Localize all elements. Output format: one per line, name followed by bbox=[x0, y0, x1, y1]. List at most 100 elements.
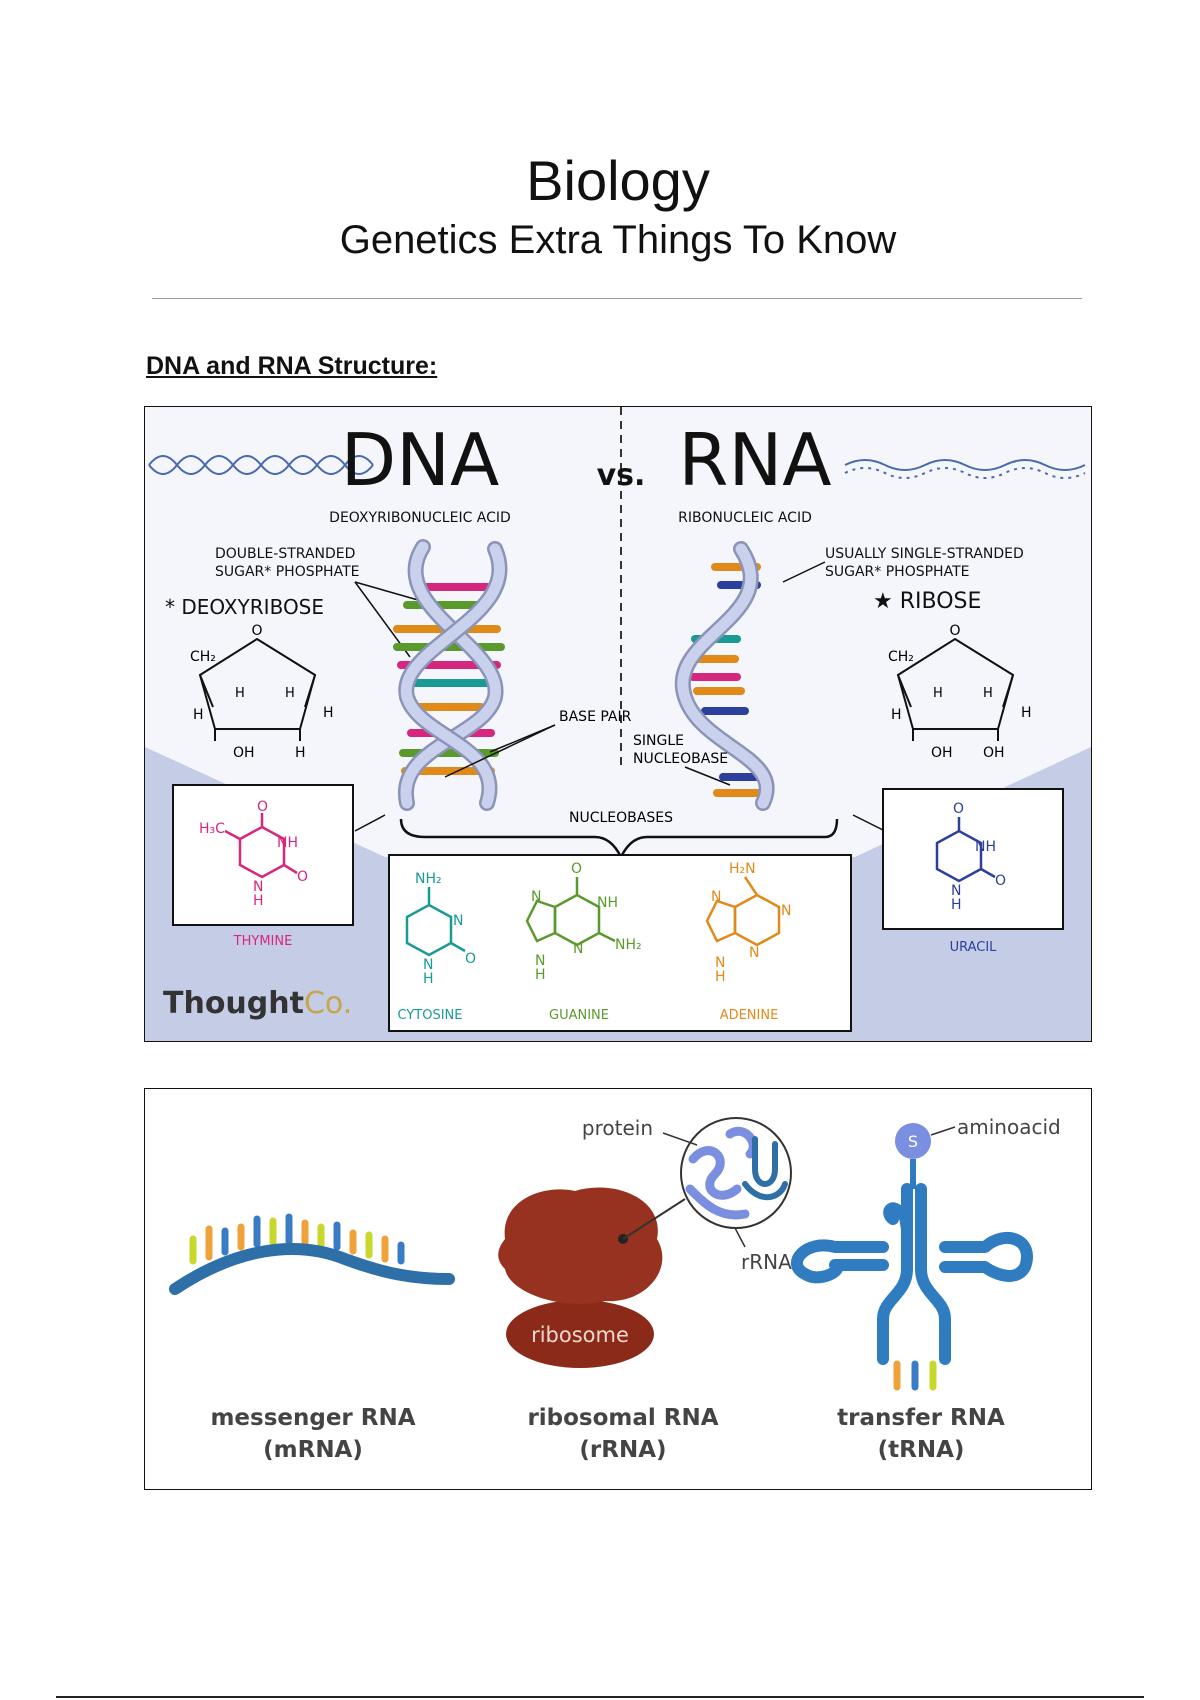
sugar-h-label: H bbox=[193, 707, 204, 723]
svg-text:NH: NH bbox=[277, 835, 298, 851]
sugar-h-label: H bbox=[983, 686, 993, 701]
svg-text:H₂N: H₂N bbox=[729, 861, 756, 877]
rrna-caption-2: (rRNA) bbox=[579, 1437, 666, 1463]
sugar-h-label: H bbox=[235, 686, 245, 701]
uracil-box bbox=[882, 788, 1064, 930]
sugar-o-label: O bbox=[251, 623, 262, 639]
s-label: S bbox=[908, 1132, 918, 1151]
thymine-box bbox=[172, 784, 354, 926]
nucleobases-label: NUCLEOBASES bbox=[569, 810, 673, 826]
sugar-h-label: H bbox=[295, 745, 306, 761]
svg-text:N: N bbox=[781, 903, 791, 919]
mrna-caption-2: (mRNA) bbox=[263, 1437, 363, 1463]
svg-text:N: N bbox=[253, 879, 263, 895]
sugar-h-label: H bbox=[1021, 705, 1032, 721]
svg-text:N: N bbox=[531, 889, 541, 905]
sugar-oh-label: OH bbox=[931, 745, 953, 761]
adenine-label: ADENINE bbox=[720, 1008, 779, 1023]
base-pair-label: BASE PAIR bbox=[559, 709, 632, 725]
rrna-callout-label: rRNA bbox=[741, 1250, 792, 1274]
ribose-structure bbox=[896, 637, 1015, 741]
svg-text:O: O bbox=[465, 951, 476, 967]
trna-caption-2: (tRNA) bbox=[878, 1437, 965, 1463]
single-nucleobase-label-2: NUCLEOBASE bbox=[633, 751, 728, 767]
sugar-ch2-label: CH₂ bbox=[888, 649, 914, 665]
svg-text:N: N bbox=[715, 955, 725, 971]
rna-backbone-label-2: SUGAR* PHOSPHATE bbox=[825, 564, 969, 580]
svg-text:H: H bbox=[951, 897, 962, 913]
sugar-oh-label: OH bbox=[233, 745, 255, 761]
ribosome-illustration bbox=[498, 1117, 792, 1368]
dna-full-name: DEOXYRIBONUCLEIC ACID bbox=[329, 510, 511, 526]
rna-title: RNA bbox=[678, 418, 831, 502]
rna-strand-decoration bbox=[844, 459, 1086, 479]
svg-text:NH: NH bbox=[597, 895, 618, 911]
svg-text:O: O bbox=[571, 861, 582, 877]
svg-text:O: O bbox=[257, 799, 268, 815]
guanine-structure bbox=[525, 877, 616, 947]
sugar-ch2-label: CH₂ bbox=[190, 649, 216, 665]
svg-text:N: N bbox=[573, 941, 583, 957]
rna-backbone-label-1: USUALLY SINGLE-STRANDED bbox=[825, 546, 1024, 562]
ribosome-label: ribosome bbox=[531, 1323, 629, 1347]
thymine-structure bbox=[224, 813, 298, 879]
dna-backbone-label-2: SUGAR* PHOSPHATE bbox=[215, 564, 359, 580]
svg-text:H: H bbox=[715, 969, 726, 985]
svg-text:O: O bbox=[297, 869, 308, 885]
sugar-h-label: H bbox=[891, 707, 902, 723]
svg-text:N: N bbox=[423, 957, 433, 973]
protein-label: protein bbox=[582, 1116, 653, 1140]
section-heading: DNA and RNA Structure: bbox=[146, 352, 438, 380]
mrna-illustration bbox=[169, 1213, 455, 1295]
guanine-label: GUANINE bbox=[549, 1008, 609, 1023]
svg-text:NH₂: NH₂ bbox=[415, 871, 442, 887]
dna-vs-rna-figure: DNA vs. RNA DEOXYRIBONUCLEIC ACID RIBONU… bbox=[144, 406, 1092, 1042]
svg-text:H: H bbox=[535, 967, 546, 983]
svg-text:O: O bbox=[995, 873, 1006, 889]
svg-text:N: N bbox=[951, 883, 961, 899]
sugar-oh-label: OH bbox=[983, 745, 1005, 761]
sugar-h-label: H bbox=[933, 686, 943, 701]
svg-text:O: O bbox=[953, 801, 964, 817]
trna-illustration bbox=[791, 1123, 1033, 1391]
nucleobases-box bbox=[388, 854, 852, 1032]
svg-text:H₃C: H₃C bbox=[199, 821, 225, 837]
deoxyribose-label: * DEOXYRIBOSE bbox=[165, 595, 324, 619]
svg-text:N: N bbox=[711, 889, 721, 905]
dna-title: DNA bbox=[341, 418, 500, 502]
uracil-structure bbox=[935, 817, 996, 883]
cytosine-label: CYTOSINE bbox=[398, 1008, 463, 1023]
single-nucleobase-label-1: SINGLE bbox=[633, 733, 684, 749]
aminoacid-label: aminoacid bbox=[957, 1115, 1061, 1139]
dna-vs-rna-illustration: DNA vs. RNA DEOXYRIBONUCLEIC ACID RIBONU… bbox=[145, 407, 1091, 1041]
ribose-label: ★ RIBOSE bbox=[873, 589, 981, 614]
svg-text:N: N bbox=[749, 945, 759, 961]
footer-divider bbox=[56, 1696, 1144, 1698]
vs-label: vs. bbox=[597, 458, 646, 493]
deoxyribose-structure bbox=[198, 637, 317, 741]
sugar-h-label: H bbox=[285, 686, 295, 701]
page-title: Biology bbox=[526, 149, 710, 212]
cytosine-structure bbox=[405, 887, 466, 957]
thymine-label: THYMINE bbox=[233, 934, 293, 949]
sugar-h-label: H bbox=[323, 705, 334, 721]
sugar-o-label: O bbox=[949, 623, 960, 639]
svg-text:NH: NH bbox=[975, 839, 996, 855]
svg-text:H: H bbox=[253, 893, 264, 909]
uracil-label: URACIL bbox=[950, 940, 998, 955]
dna-double-helix bbox=[393, 539, 508, 811]
svg-text:H: H bbox=[423, 971, 434, 987]
trna-caption-1: transfer RNA bbox=[837, 1405, 1005, 1431]
mrna-caption-1: messenger RNA bbox=[210, 1405, 415, 1431]
svg-text:N: N bbox=[535, 953, 545, 969]
thoughtco-logo: ThoughtCo. bbox=[163, 986, 352, 1021]
dna-helix-decoration bbox=[148, 455, 374, 475]
rna-types-figure: protein rRNA ribosome S aminoacid messen… bbox=[144, 1088, 1092, 1490]
svg-text:N: N bbox=[453, 913, 463, 929]
rna-single-strand bbox=[674, 541, 775, 811]
page-subtitle: Genetics Extra Things To Know bbox=[339, 218, 897, 262]
adenine-structure bbox=[705, 876, 781, 947]
rrna-caption-1: ribosomal RNA bbox=[527, 1405, 718, 1431]
header-divider bbox=[152, 298, 1082, 299]
rna-full-name: RIBONUCLEIC ACID bbox=[678, 510, 812, 526]
